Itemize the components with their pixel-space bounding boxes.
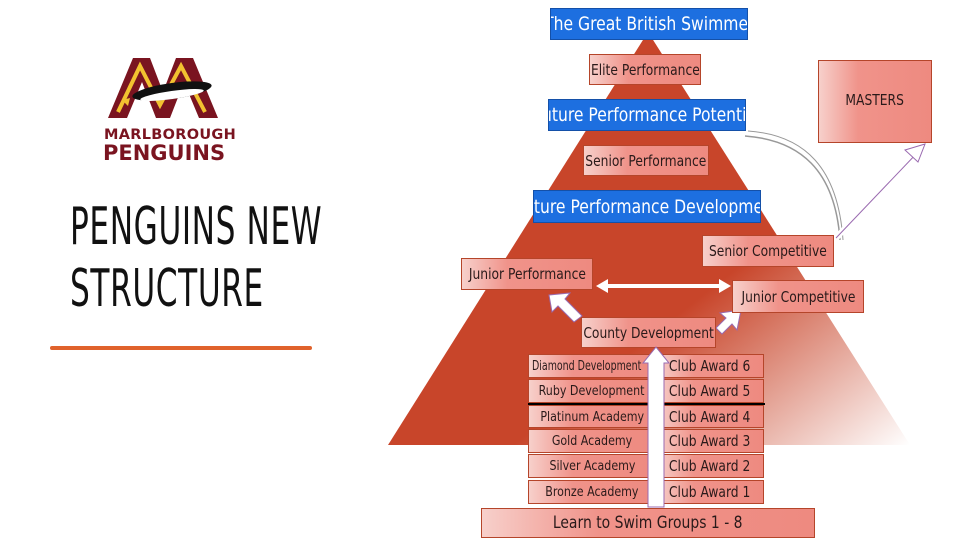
masters-box: MASTERS (818, 60, 932, 143)
title-line-1: PENGUINS NEW (70, 197, 323, 257)
county-development-box: County Development (581, 317, 716, 348)
future-performance-potential-box: Future Performance Potential (548, 99, 746, 131)
senior-performance-box: Senior Performance (583, 145, 709, 176)
left-col-item: Silver Academy (528, 454, 656, 478)
pyramid-triangle (388, 32, 910, 445)
junior-performance-box: Junior Performance (461, 258, 593, 290)
elite-performance-box: Elite Performance (589, 54, 701, 85)
curved-arrow-icon (744, 135, 841, 241)
right-col-item: Club Award 2 (656, 454, 764, 478)
left-col-item: Ruby Development (528, 379, 656, 403)
slide-title: PENGUINS NEW STRUCTURE (70, 196, 322, 320)
curved-arrow-outline (747, 130, 844, 241)
future-performance-development-box: Future Performance Development (533, 190, 761, 223)
logo-text-penguins: PENGUINS (103, 141, 226, 165)
logo-icon (108, 58, 218, 118)
arrow-up-left-icon (548, 292, 583, 323)
left-col-item: Platinum Academy (528, 405, 656, 428)
right-col-item: Club Award 6 (656, 354, 764, 378)
left-col-item: Gold Academy (528, 429, 656, 453)
double-arrow-icon (596, 279, 731, 293)
right-col-item: Club Award 3 (656, 429, 764, 453)
right-col-item: Club Award 5 (656, 379, 764, 403)
right-col-item: Club Award 4 (656, 405, 764, 428)
left-col-item: Bronze Academy (528, 480, 656, 504)
great-british-swimmer-box: The Great British Swimmer (550, 8, 748, 40)
learn-to-swim-box: Learn to Swim Groups 1 - 8 (481, 508, 815, 538)
senior-competitive-box: Senior Competitive (702, 235, 834, 267)
arrow-up-right-icon (715, 309, 742, 335)
right-col-item: Club Award 1 (656, 480, 764, 504)
left-col-item: Diamond Development (528, 354, 656, 378)
junior-competitive-box: Junior Competitive (732, 280, 864, 313)
title-line-2: STRUCTURE (70, 259, 264, 319)
arrow-to-masters-icon (833, 143, 926, 241)
up-arrow-icon (641, 346, 671, 508)
logo-text-marlborough: MARLBOROUGH (104, 127, 237, 143)
